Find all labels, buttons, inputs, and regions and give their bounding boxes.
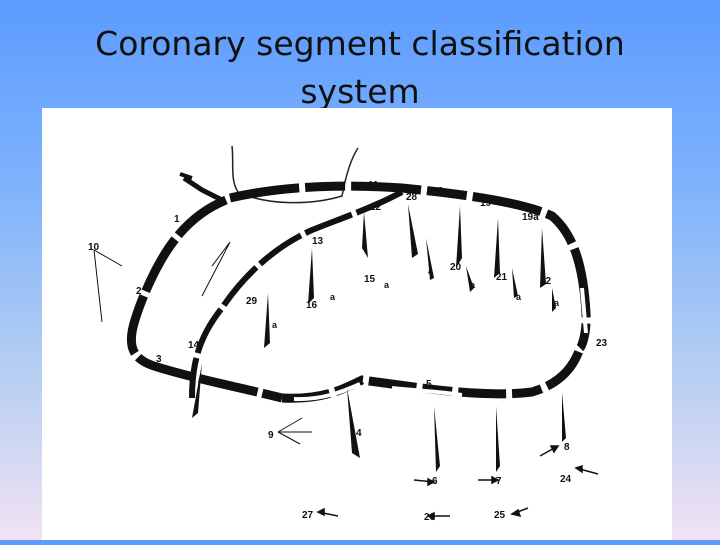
branch-label: a <box>470 280 476 290</box>
segment-label: 5 <box>426 379 432 390</box>
segment-label: 24 <box>560 474 572 485</box>
branch-label: a <box>272 320 278 330</box>
branch-label: a <box>330 292 336 302</box>
segment-label: 11 <box>368 180 379 191</box>
segment-label: 16 <box>306 300 318 311</box>
segment-label: 14 <box>188 340 200 351</box>
circumflex-vessel <box>192 192 402 398</box>
segment-label: 25 <box>494 510 506 521</box>
ostium-stub-1 <box>184 178 222 200</box>
coronary-diagram: 1 2 3 4 5 6 7 8 9 10 11 12 13 14 15 16 1… <box>42 108 672 540</box>
segment-labels: 1 2 3 4 5 6 7 8 9 10 11 12 13 14 15 16 1… <box>88 180 608 523</box>
segment-label: 2 <box>136 286 142 297</box>
segment-label: 29 <box>246 296 258 307</box>
segment-label: 3 <box>156 354 162 365</box>
diagonal-branches <box>264 204 556 348</box>
segment-label: 21 <box>496 272 508 283</box>
segment-label: 20 <box>450 262 462 273</box>
segment-label: 8 <box>564 442 570 453</box>
branch-label: a <box>516 292 522 302</box>
segment-label: 23 <box>596 338 608 349</box>
segment-label: 19a <box>522 212 539 223</box>
segment-label: 15 <box>364 274 376 285</box>
segment-label: 13 <box>312 236 324 247</box>
segment-label: 9 <box>268 430 274 441</box>
segment-label: 26 <box>424 512 436 523</box>
rca-vessel <box>131 200 282 398</box>
branch-labels: a a a a a a a <box>272 266 560 330</box>
segment-label: 18 <box>432 186 444 197</box>
segment-label: 28 <box>406 192 418 203</box>
segment-label: 22 <box>540 276 552 287</box>
segment-label: 7 <box>496 476 502 487</box>
segment-label: 6 <box>432 476 438 487</box>
diagram-panel: 1 2 3 4 5 6 7 8 9 10 11 12 13 14 15 16 1… <box>42 108 672 540</box>
segment-label: 4 <box>356 428 362 439</box>
segment-label: 1 <box>174 214 180 225</box>
arrow-markers <box>318 446 598 519</box>
segment-label: 12 <box>370 202 382 213</box>
ostium-stub-2 <box>180 174 192 178</box>
lad-vessel <box>230 186 586 348</box>
title-line-1: Coronary segment classification <box>0 20 720 68</box>
segment-label: 27 <box>302 510 314 521</box>
slide-title: Coronary segment classification system <box>0 20 720 116</box>
segment-label: 19 <box>480 198 492 209</box>
branch-label: a <box>554 298 560 308</box>
segment-label: 10 <box>88 242 100 253</box>
branch-label: a <box>384 280 390 290</box>
